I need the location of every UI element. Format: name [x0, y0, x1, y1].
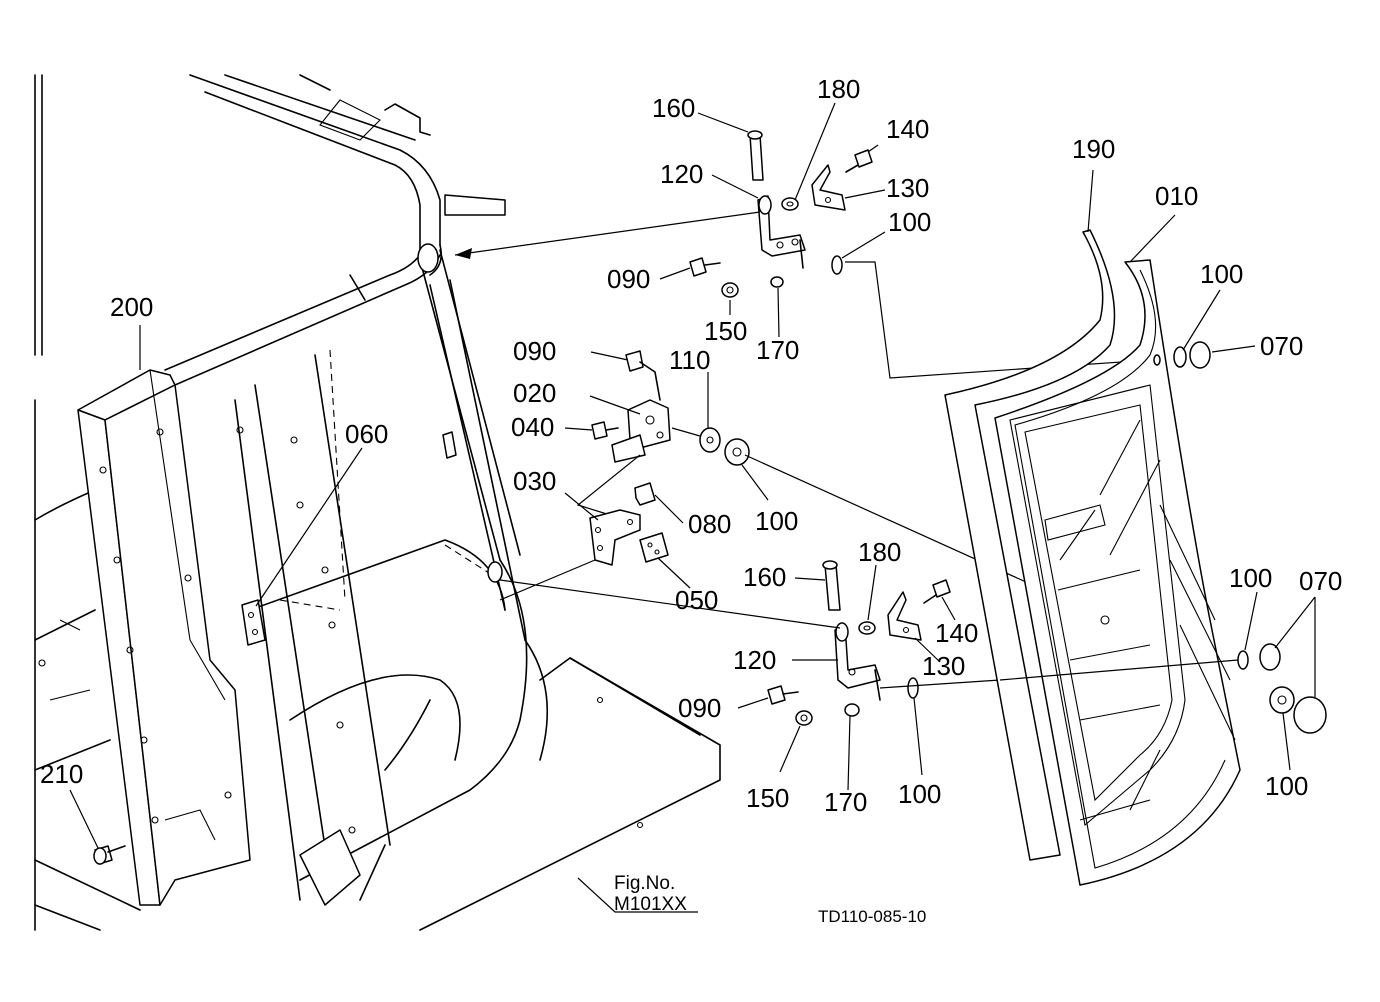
- callout-180-lower: 180: [858, 537, 901, 567]
- cab-frame: [34, 74, 721, 931]
- callout-140-upper: 140: [886, 114, 929, 144]
- callout-160-lower: 160: [743, 562, 786, 592]
- callout-labels: 160 180 140 120 130 100 090 150 170 190 …: [40, 74, 1342, 817]
- callout-150-lower: 150: [746, 783, 789, 813]
- callout-130-lower: 130: [922, 651, 965, 681]
- callout-200: 200: [110, 292, 153, 322]
- figure-number-label: Fig.No.: [614, 873, 675, 894]
- callout-170-lower: 170: [824, 787, 867, 817]
- bolt-210: [93, 845, 126, 865]
- callout-070-lower: 070: [1299, 566, 1342, 596]
- callout-090-upper: 090: [607, 264, 650, 294]
- callout-110: 110: [669, 345, 710, 375]
- callout-020: 020: [513, 378, 556, 408]
- callout-140-lower: 140: [935, 618, 978, 648]
- callout-010: 010: [1155, 181, 1198, 211]
- drawing-code: TD110-085-10: [818, 907, 926, 926]
- callout-100-upper: 100: [888, 207, 931, 237]
- callout-100-door-bottom: 100: [1265, 771, 1308, 801]
- callout-090-lower: 090: [678, 693, 721, 723]
- callout-100-door-upper: 100: [1200, 259, 1243, 289]
- callout-120-lower: 120: [733, 645, 776, 675]
- callout-180-upper: 180: [817, 74, 860, 104]
- callout-070-upper: 070: [1260, 331, 1303, 361]
- callout-100-lower: 100: [898, 779, 941, 809]
- callout-130-upper: 130: [886, 173, 929, 203]
- plate-060: [241, 599, 266, 646]
- bracket-200: [77, 369, 251, 906]
- callout-160-upper: 160: [652, 93, 695, 123]
- callout-190: 190: [1072, 134, 1115, 164]
- callout-120-upper: 120: [660, 159, 703, 189]
- lower-hinge-assembly: [499, 560, 1001, 726]
- callout-100-door-lower: 100: [1229, 563, 1272, 593]
- callout-030: 030: [513, 466, 556, 496]
- middle-latch-assembly: [499, 350, 1111, 621]
- callout-170-upper: 170: [756, 335, 799, 365]
- figure-reference: Fig.No. M101XX: [577, 873, 698, 915]
- door-assembly: [944, 229, 1327, 886]
- upper-hinge-assembly: [454, 130, 1151, 379]
- callout-040: 040: [511, 412, 554, 442]
- callout-150-upper: 150: [704, 316, 747, 346]
- callout-leaders: [69, 102, 1316, 849]
- callout-090-middle: 090: [513, 336, 556, 366]
- callout-060: 060: [345, 419, 388, 449]
- callout-080: 080: [688, 509, 731, 539]
- callout-100-middle: 100: [755, 506, 798, 536]
- callout-210: 210: [40, 759, 83, 789]
- figure-number-value: M101XX: [614, 894, 687, 915]
- callout-050: 050: [675, 585, 718, 615]
